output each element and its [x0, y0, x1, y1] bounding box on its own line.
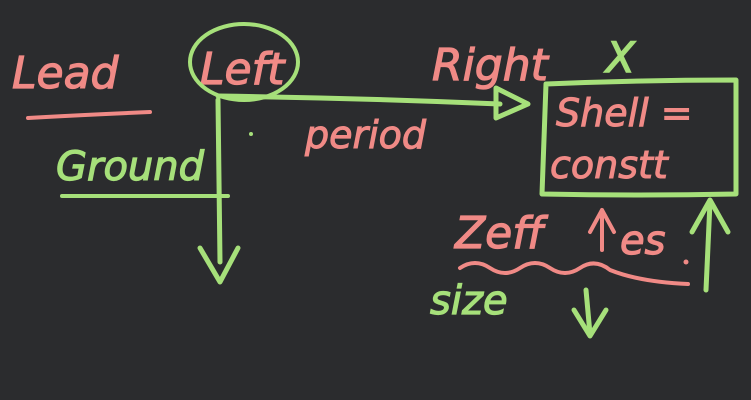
right-up-arrowhead [689, 197, 731, 235]
es-label: es [620, 218, 665, 264]
period-arrow-line [215, 93, 503, 107]
zeff-label: Zeff [454, 208, 548, 259]
box-line2-label: constt [550, 143, 670, 187]
left-down-arrowhead [197, 245, 241, 285]
size-label: size [430, 278, 508, 324]
ink-dot-small [249, 132, 253, 136]
wavy-underline [458, 261, 690, 286]
box-line1-label: Shell = [556, 91, 693, 135]
period-arrow-head [493, 85, 531, 121]
left-label: Left [200, 44, 286, 95]
zeff-up-arrow [588, 208, 616, 252]
size-down-line [583, 287, 593, 337]
ground-label: Ground [56, 144, 205, 190]
right-label: Right [432, 40, 550, 91]
left-circle [188, 22, 300, 102]
right-up-line [703, 199, 713, 293]
cross-label: X [604, 33, 636, 82]
size-down-arrowhead [571, 307, 609, 339]
left-down-line [215, 97, 223, 265]
shell-box [539, 77, 739, 198]
period-label: period [304, 113, 427, 157]
lead-underline [26, 110, 152, 120]
lead-label: Lead [12, 48, 120, 99]
ink-dot [683, 259, 689, 265]
